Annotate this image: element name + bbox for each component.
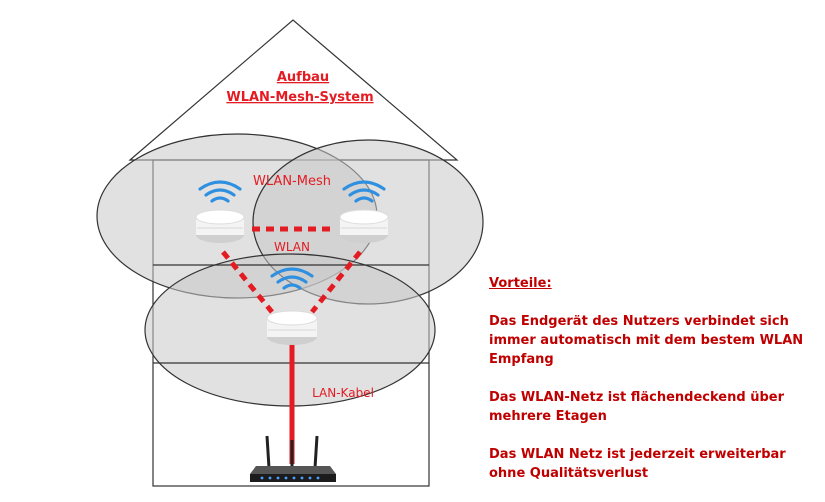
benefit-item: Das Endgerät des Nutzers verbindet sich … xyxy=(489,314,804,367)
router-icon xyxy=(250,435,336,482)
wifi-icon xyxy=(270,267,314,290)
mesh-node-icon xyxy=(195,209,245,243)
benefits-heading: Vorteile: xyxy=(489,276,552,291)
lan-cable-label: LAN-Kabel xyxy=(312,386,374,400)
benefit-item: Das WLAN Netz ist jederzeit erweiterbar … xyxy=(489,447,786,481)
mesh-node-icon xyxy=(266,310,318,345)
wlan-label: WLAN xyxy=(274,240,310,254)
diagram-title-line2: WLAN-Mesh-System xyxy=(226,90,373,105)
wifi-icon xyxy=(342,180,386,203)
wifi-icon xyxy=(198,180,242,203)
benefit-item: Das WLAN-Netz ist flächendeckend über me… xyxy=(489,390,784,424)
mesh-label: WLAN-Mesh xyxy=(253,174,331,189)
benefits-panel: Vorteile: Das Endgerät des Nutzers verbi… xyxy=(489,274,819,502)
mesh-node-icon xyxy=(339,209,389,243)
diagram-title-line1: Aufbau xyxy=(277,70,329,85)
